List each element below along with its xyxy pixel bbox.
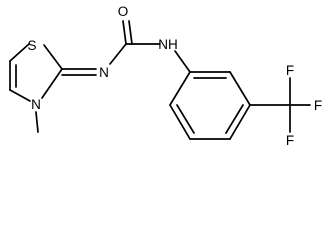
- atom-fluorine-1: F: [286, 63, 294, 78]
- atom-nitrogen-imine: N: [99, 65, 109, 80]
- bond-carbonyl-o: [122, 20, 127, 45]
- bond-n3-methyl: [35, 111, 39, 133]
- bond-ring-double-3: [176, 104, 195, 134]
- bond-ring-2: [229, 71, 251, 106]
- bond-ring-3: [229, 104, 251, 140]
- atom-nh: NH: [158, 37, 178, 52]
- bond-ring-double-2: [225, 104, 244, 134]
- atom-sulfur: S: [27, 38, 36, 53]
- atom-fluorine-3: F: [286, 133, 294, 148]
- structure-diagram: S N N O NH F F F: [9, 4, 322, 148]
- bond-n-imine-carbonyl: [109, 43, 127, 65]
- molecule-drawing: S N N O NH F F F: [9, 4, 322, 148]
- bond-s-c2: [43, 44, 63, 70]
- bond-ring-5: [169, 104, 191, 140]
- bond-carbonyl-o-double: [128, 20, 133, 45]
- bond-c4-n3: [9, 89, 31, 102]
- atom-oxygen: O: [118, 4, 129, 19]
- bond-s-c5: [9, 43, 30, 62]
- atom-nitrogen-ring: N: [31, 97, 41, 112]
- bond-n3-c2: [41, 68, 63, 99]
- atom-fluorine-2: F: [314, 98, 322, 113]
- bond-ring-6: [169, 71, 191, 106]
- bond-nh-phenyl: [174, 50, 191, 73]
